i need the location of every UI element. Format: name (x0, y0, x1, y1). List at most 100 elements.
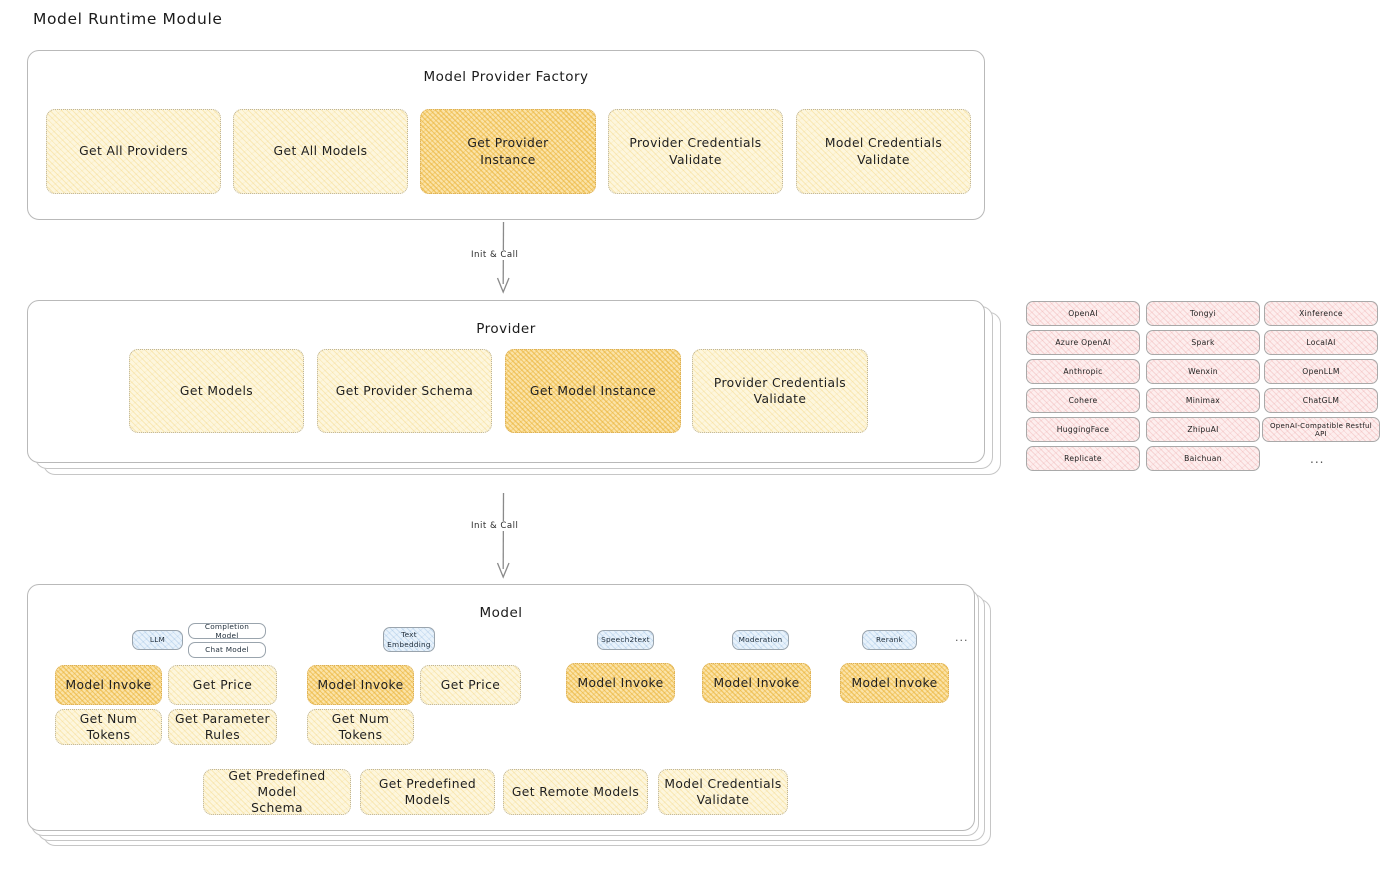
provider-box-get-model-instance[interactable]: Get Model Instance (505, 349, 681, 433)
arrow-provider-to-model: Init & Call (468, 492, 540, 585)
provider-chip-azure-openai[interactable]: Azure OpenAI (1026, 330, 1140, 355)
model-provider-factory-panel: Model Provider Factory Get All Providers… (27, 50, 985, 220)
model-op-label: Get Predefined Model Schema (228, 768, 326, 816)
model-type-badge-llm[interactable]: LLM (132, 630, 183, 650)
provider-chip-label: Minimax (1185, 396, 1221, 405)
model-type-label: Moderation (738, 635, 783, 645)
provider-chip-label: HuggingFace (1056, 425, 1110, 434)
model-subtype-label: Completion Model (204, 621, 250, 640)
model-op-text-embedding-get-num-tokens[interactable]: Get Num Tokens (307, 709, 414, 745)
provider-chip-label: LocalAI (1306, 338, 1336, 347)
provider-panel: Provider Get Models Get Provider Schema … (27, 300, 985, 463)
model-op-label: Get Parameter Rules (174, 711, 270, 742)
arrow-factory-to-provider: Init & Call (468, 221, 540, 300)
model-types-more: ... (955, 631, 969, 644)
provider-chip-baichuan[interactable]: Baichuan (1146, 446, 1260, 471)
factory-box-provider-credentials-validate[interactable]: Provider Credentials Validate (608, 109, 783, 194)
model-subtype-badge-chat-model[interactable]: Chat Model (188, 642, 266, 658)
model-type-badge-speech2text[interactable]: Speech2text (597, 630, 654, 650)
factory-box-get-all-models[interactable]: Get All Models (233, 109, 408, 194)
model-type-badge-rerank[interactable]: Rerank (862, 630, 917, 650)
provider-chip-tongyi[interactable]: Tongyi (1146, 301, 1260, 326)
factory-box-label: Model Credentials Validate (824, 136, 943, 167)
provider-chip-cohere[interactable]: Cohere (1026, 388, 1140, 413)
factory-box-model-credentials-validate[interactable]: Model Credentials Validate (796, 109, 971, 194)
model-type-label: Rerank (875, 635, 904, 645)
factory-box-get-all-providers[interactable]: Get All Providers (46, 109, 221, 194)
model-op-get-predefined-models[interactable]: Get Predefined Models (360, 769, 495, 815)
model-op-label: Model Credentials Validate (664, 776, 782, 807)
provider-chip-label: Spark (1191, 338, 1215, 347)
provider-chip-huggingface[interactable]: HuggingFace (1026, 417, 1140, 442)
provider-chip-zhipuai[interactable]: ZhipuAI (1146, 417, 1260, 442)
model-op-label: Get Predefined Models (378, 776, 477, 807)
factory-box-label: Get All Providers (79, 144, 188, 159)
model-op-get-predefined-model-schema[interactable]: Get Predefined Model Schema (203, 769, 351, 815)
arrow-icon (496, 492, 510, 579)
model-op-model-credentials-validate[interactable]: Model Credentials Validate (658, 769, 788, 815)
provider-list-more: ... (1310, 452, 1324, 466)
model-op-label: Get Remote Models (511, 784, 640, 799)
model-op-get-remote-models[interactable]: Get Remote Models (503, 769, 648, 815)
provider-chip-label: ZhipuAI (1187, 425, 1219, 434)
model-type-label: LLM (149, 635, 166, 645)
model-op-label: Get Num Tokens (331, 711, 390, 742)
model-op-label: Model Invoke (317, 677, 404, 692)
provider-chip-localai[interactable]: LocalAI (1264, 330, 1378, 355)
model-type-label: Text Embedding (387, 630, 431, 649)
provider-chip-anthropic[interactable]: Anthropic (1026, 359, 1140, 384)
arrow-provider-to-model-label: Init & Call (468, 521, 522, 531)
model-op-rerank-model-invoke[interactable]: Model Invoke (840, 663, 949, 703)
model-op-llm-get-price[interactable]: Get Price (168, 665, 277, 705)
model-subtype-label: Chat Model (205, 645, 249, 655)
model-subtype-badge-completion-model[interactable]: Completion Model (188, 621, 266, 640)
provider-chip-wenxin[interactable]: Wenxin (1146, 359, 1260, 384)
provider-chip-label: Cohere (1068, 396, 1098, 405)
model-op-label: Get Num Tokens (79, 711, 138, 742)
provider-list-more-label: ... (1310, 452, 1325, 466)
factory-box-get-provider-instance[interactable]: Get Provider Instance (420, 109, 596, 194)
provider-chip-label: Xinference (1299, 309, 1343, 318)
model-op-moderation-model-invoke[interactable]: Model Invoke (702, 663, 811, 703)
provider-box-label: Provider Credentials Validate (713, 375, 847, 406)
factory-box-label: Get Provider Instance (467, 136, 549, 167)
model-op-label: Model Invoke (713, 675, 800, 690)
provider-chip-replicate[interactable]: Replicate (1026, 446, 1140, 471)
model-op-llm-model-invoke[interactable]: Model Invoke (55, 665, 162, 705)
model-type-badge-text-embedding[interactable]: Text Embedding (383, 627, 435, 652)
provider-title: Provider (476, 321, 536, 337)
model-type-label: Speech2text (601, 635, 650, 645)
provider-box-label: Get Model Instance (529, 383, 657, 398)
model-op-text-embedding-get-price[interactable]: Get Price (420, 665, 521, 705)
model-op-llm-get-num-tokens[interactable]: Get Num Tokens (55, 709, 162, 745)
model-title: Model (479, 605, 523, 621)
provider-chip-xinference[interactable]: Xinference (1264, 301, 1378, 326)
provider-box-get-provider-schema[interactable]: Get Provider Schema (317, 349, 492, 433)
provider-box-label: Get Models (179, 383, 254, 398)
provider-chip-chatglm[interactable]: ChatGLM (1264, 388, 1378, 413)
factory-box-label: Get All Models (273, 144, 368, 159)
provider-chip-openai[interactable]: OpenAI (1026, 301, 1140, 326)
model-panel: Model LLM Completion Model Chat Model Mo… (27, 584, 975, 831)
provider-box-get-models[interactable]: Get Models (129, 349, 304, 433)
provider-chip-label: ChatGLM (1302, 396, 1340, 405)
provider-chip-label: Replicate (1064, 454, 1102, 463)
model-op-label: Model Invoke (851, 675, 938, 690)
model-op-label: Model Invoke (577, 675, 664, 690)
model-op-text-embedding-model-invoke[interactable]: Model Invoke (307, 665, 414, 705)
model-op-speech2text-model-invoke[interactable]: Model Invoke (566, 663, 675, 703)
model-op-label: Model Invoke (65, 677, 152, 692)
model-type-badge-moderation[interactable]: Moderation (732, 630, 789, 650)
provider-chip-spark[interactable]: Spark (1146, 330, 1260, 355)
provider-chip-label: Wenxin (1188, 367, 1218, 376)
provider-chip-label: OpenLLM (1302, 367, 1340, 376)
provider-chip-label: Azure OpenAI (1055, 338, 1111, 347)
model-op-label: Get Price (440, 677, 501, 692)
provider-chip-openai-compatible-restful-api[interactable]: OpenAI-Compatible Restful API (1262, 417, 1380, 442)
provider-box-provider-credentials-validate[interactable]: Provider Credentials Validate (692, 349, 868, 433)
model-op-llm-get-parameter-rules[interactable]: Get Parameter Rules (168, 709, 277, 745)
provider-chip-openllm[interactable]: OpenLLM (1264, 359, 1378, 384)
arrow-factory-to-provider-label: Init & Call (468, 250, 522, 260)
provider-chip-minimax[interactable]: Minimax (1146, 388, 1260, 413)
provider-chip-label: OpenAI-Compatible Restful API (1270, 421, 1372, 438)
